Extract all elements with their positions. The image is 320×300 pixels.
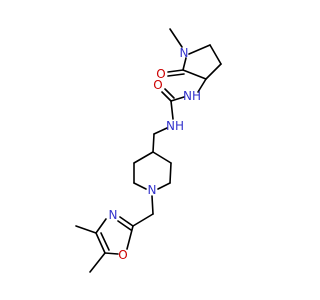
bond-ring-ch2-ch: [205, 63, 222, 80]
bond-ox-c5-o1: [104, 252, 119, 255]
bond-lactam-co-2: [167, 73, 185, 77]
bond-pip-n-c6: [133, 182, 147, 190]
bond-nh-top-urea-c: [170, 96, 185, 102]
atom-nh-urea-bottom: NH: [166, 119, 184, 133]
bond-ox-n3-c4: [95, 218, 107, 234]
bond-carbonyl-n-lactam: [182, 57, 187, 71]
atom-o-oxazole: O: [118, 248, 127, 262]
bond-pip-n-ch2: [151, 195, 154, 215]
bond-pip-c5-c4: [133, 151, 154, 164]
bond-ox-c2-n3-2: [117, 220, 132, 231]
bond-ring-ch2-ch2: [209, 44, 222, 65]
bond-ch-nh-top: [197, 78, 207, 93]
atom-o-urea: O: [153, 78, 162, 92]
atom-nh-urea-top: NH: [183, 89, 201, 103]
bond-methyl-n-lactam: [169, 28, 183, 48]
bond-ch2-oxazole-c2: [132, 213, 154, 227]
bond-ox-c4-c5-1: [95, 232, 106, 254]
atom-n-oxazole: N: [109, 208, 118, 222]
bond-urea-c-nh-bottom: [170, 100, 174, 120]
bond-pip-c2-n: [157, 182, 171, 190]
bond-ox-c2-n3-1: [119, 216, 134, 227]
atom-n-lactam: N: [180, 46, 189, 60]
bond-ox-c5-methyl: [89, 252, 106, 273]
bond-urea-co-2: [164, 88, 175, 99]
bond-lactam-co-1: [167, 69, 184, 73]
atom-n-piperidine: N: [148, 183, 157, 197]
bond-pip-c3-c2: [169, 162, 172, 184]
molecular-structure-diagram: N O NH O NH N N O: [75, 28, 222, 273]
bond-n-lactam-ch2: [188, 44, 211, 55]
bond-ox-c4-methyl: [75, 225, 97, 234]
bond-ch2-pip-ch: [152, 133, 155, 153]
bond-nh-bottom-ch2: [153, 127, 168, 135]
bond-urea-co-1: [161, 91, 172, 102]
bond-pip-c4-c3: [152, 151, 172, 164]
bond-ox-c4-c5-2: [100, 232, 110, 251]
atom-labels: N O NH O NH N N O: [109, 46, 201, 262]
bond-ring-ch-carbonyl: [182, 69, 207, 80]
bond-ox-o1-c2: [126, 225, 134, 250]
bonds: [75, 28, 222, 273]
atom-o-lactam: O: [156, 67, 165, 81]
